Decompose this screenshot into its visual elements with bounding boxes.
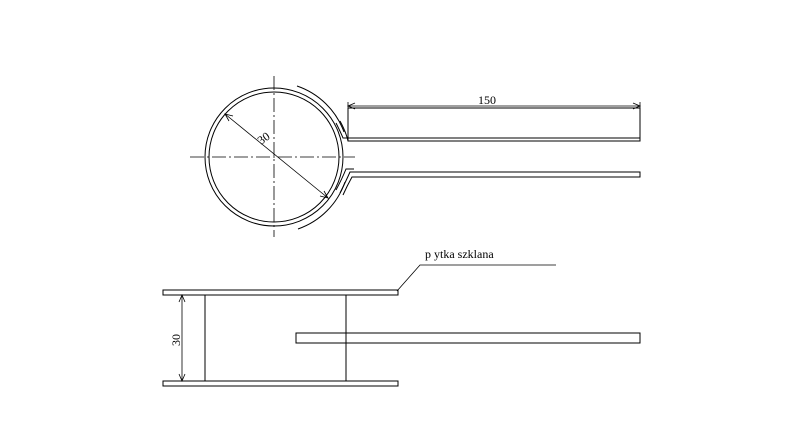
- height-arrow-top: [178, 293, 186, 303]
- material-leader-line: [396, 264, 556, 292]
- height-dimension-label: 30: [169, 334, 183, 346]
- clip-arc-lower: [297, 181, 346, 230]
- clip-arc-upper: [296, 85, 345, 133]
- material-label: p ytka szklana: [425, 247, 494, 261]
- side-arm-bar: [295, 332, 641, 344]
- length-dimension-label: 150: [478, 93, 496, 107]
- upper-arm-outer: [339, 107, 641, 142]
- side-view: 30 p ytka szklana: [162, 247, 641, 387]
- diameter-arrow-end: [319, 190, 329, 199]
- lower-arm-outer: [339, 171, 641, 196]
- diameter-arrow-start: [224, 113, 234, 122]
- lower-arm-inner: [335, 168, 354, 191]
- height-arrow-bottom: [178, 373, 186, 383]
- bottom-glass-plate: [162, 380, 399, 387]
- diameter-dimension-label: 30: [255, 129, 273, 147]
- top-view: 30 150: [190, 76, 642, 237]
- diameter-dimension-line: [224, 113, 329, 199]
- top-glass-plate: [162, 289, 399, 296]
- upper-arm-inner: [335, 122, 640, 139]
